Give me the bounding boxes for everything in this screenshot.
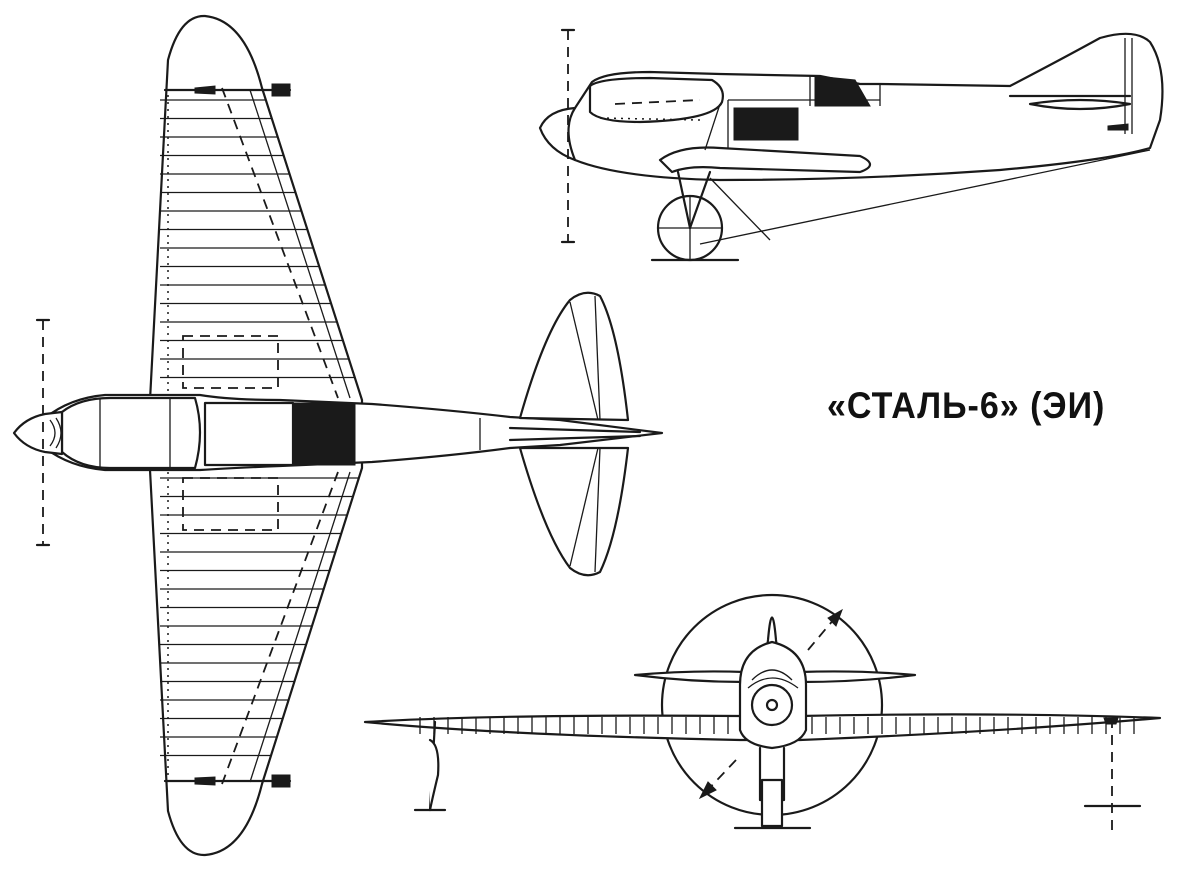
fuselage-front [738, 640, 808, 750]
aircraft-title: «СТАЛЬ-6» (ЭИ) [827, 385, 1106, 427]
side-window-dark [733, 107, 799, 141]
spinner-top [12, 410, 64, 456]
front-view [363, 593, 1162, 830]
wing-front-ribs [419, 717, 1135, 734]
fuselage-side [538, 32, 1164, 182]
tailplane-lower [518, 446, 630, 577]
wing-ribs-lower [160, 477, 359, 757]
top-view [12, 14, 664, 857]
cockpit-dark [292, 402, 356, 466]
tailplane-upper [518, 291, 630, 422]
side-view [538, 28, 1164, 262]
